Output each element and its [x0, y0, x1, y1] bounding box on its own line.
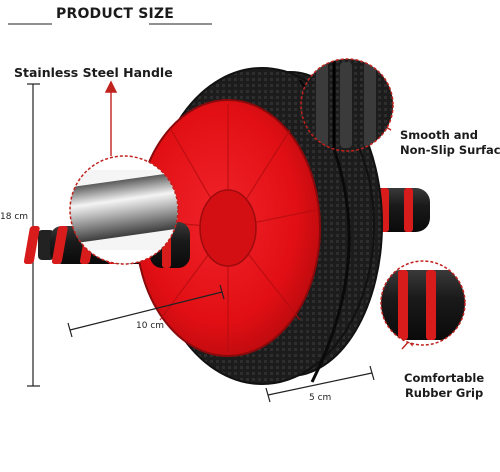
- handle-callout-label: Stainless Steel Handle: [14, 65, 173, 80]
- grip-callout-label: Comfortable Rubber Grip: [404, 371, 484, 401]
- rubber-grip-zoom: [380, 260, 466, 346]
- tire-surface-zoom: [300, 58, 394, 152]
- grip-callout-line2: Rubber Grip: [404, 385, 484, 400]
- page-title: PRODUCT SIZE: [56, 6, 175, 22]
- diameter-dimension-line: [67, 284, 225, 338]
- diameter-dimension-label: 10 cm: [136, 321, 165, 331]
- steel-handle-zoom: [69, 155, 179, 265]
- surface-callout-line2: Non-Slip Surface: [400, 142, 500, 157]
- surface-callout-line1: Smooth and: [400, 128, 478, 142]
- grip-callout-line1: Comfortable: [404, 371, 485, 385]
- width-dimension-label: 5 cm: [309, 393, 332, 403]
- height-dimension-label: 18 cm: [0, 212, 29, 222]
- surface-callout-label: Smooth and Non-Slip Surface: [400, 128, 500, 158]
- width-dimension-line: [265, 365, 375, 403]
